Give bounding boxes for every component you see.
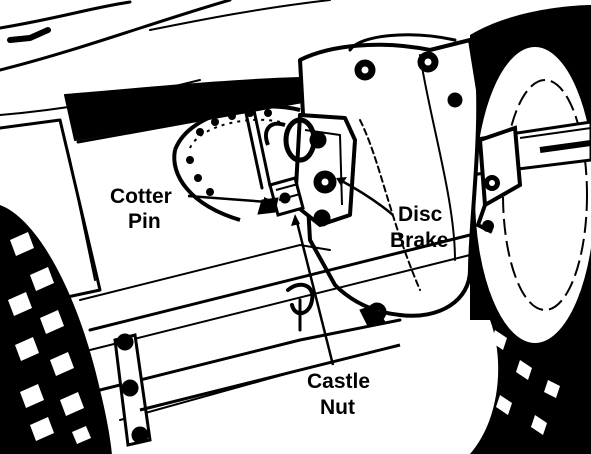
- castle-nut-label-line1: Castle: [307, 370, 370, 393]
- frame-rail: [113, 304, 401, 447]
- castle-nut-label-line2: Nut: [320, 396, 355, 419]
- cotter-pin-leader: [187, 194, 269, 204]
- vehicle-body: [0, 0, 331, 307]
- disc-brake-label-line2: Brake: [390, 229, 448, 252]
- brake-rotor: [172, 104, 301, 222]
- leader-lines: [187, 178, 394, 366]
- right-wheel: [468, 5, 591, 454]
- castle-nut-part: [257, 176, 305, 217]
- disc-brake-leader: [339, 178, 394, 216]
- castle-nut-leader: [295, 221, 335, 366]
- disc-brake-label-line1: Disc: [398, 203, 443, 226]
- leader-arrowheads: [264, 177, 347, 226]
- callout-castle-nut: Castle Nut: [307, 370, 370, 419]
- cotter-pin-label-line2: Pin: [128, 210, 161, 233]
- cotter-pin-label-line1: Cotter: [110, 185, 172, 208]
- callout-disc-brake: Disc Brake: [390, 203, 448, 252]
- left-tire: [0, 205, 112, 454]
- callout-cotter-pin: Cotter Pin: [110, 185, 172, 233]
